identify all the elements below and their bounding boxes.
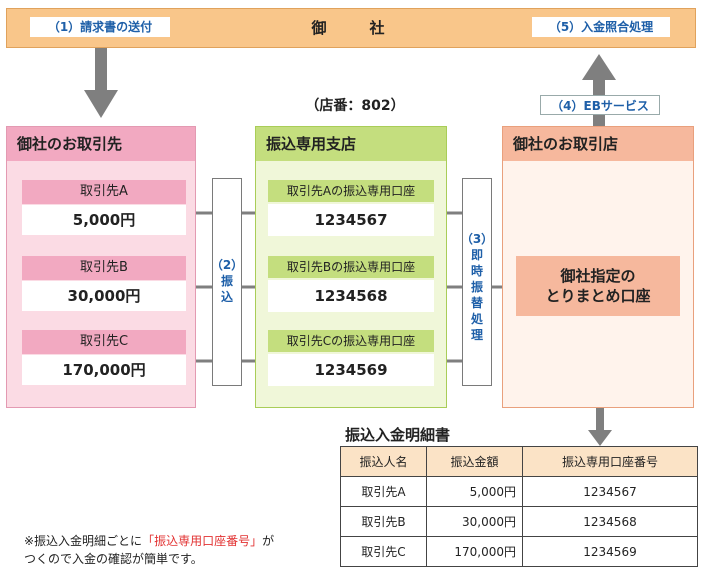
cell-account-number: 1234569 [522,536,698,567]
step-3-sweep-box: （3） 即 時 振 替 処 理 [460,178,494,386]
step-2-char: 振 [220,274,233,288]
customer-a-name: 取引先A [22,180,186,204]
step-1-invoice-label: （1）請求書の送付 [30,17,170,37]
footnote-line-2: つくので入金の確認が簡単です。 [24,552,203,566]
step-4-eb-label: （4）EBサービス [540,95,660,115]
step-2-transfer-box: （2） 振 込 [210,178,244,386]
step-3-char: 振 [470,280,483,294]
cell-payer-name: 取引先A [340,476,427,507]
account-c-number: 1234569 [268,354,434,386]
statement-title: 振込入金明細書 [345,426,451,444]
cell-amount: 170,000円 [426,536,523,567]
account-b-name: 取引先Bの振込専用口座 [268,256,434,278]
customer-b-amount: 30,000円 [22,281,186,311]
step-3-number: （3） [460,232,494,246]
table-header-row: 振込人名 振込金額 振込専用口座番号 [340,446,698,477]
arrow-invoice-shaft [95,48,107,92]
footnote-suffix: が [262,534,275,548]
arrow-statement-head [588,430,612,446]
statement-table: 振込人名 振込金額 振込専用口座番号 取引先A 5,000円 1234567 取… [340,446,698,567]
cell-payer-name: 取引先C [340,536,427,567]
customer-b-name: 取引先B [22,256,186,280]
table-row: 取引先C 170,000円 1234569 [340,536,698,567]
footnote: ※振込入金明細ごとに「振込専用口座番号」が つくので入金の確認が簡単です。 [24,532,334,568]
cell-account-number: 1234567 [522,476,698,507]
customer-c-name: 取引先C [22,330,186,354]
step-2-number: （2） [210,258,244,272]
account-b-number: 1234568 [268,280,434,312]
cell-amount: 30,000円 [426,506,523,537]
table-row: 取引先A 5,000円 1234567 [340,476,698,507]
bank-panel-title: 御社のお取引店 [503,127,693,161]
customers-panel-title: 御社のお取引先 [7,127,195,161]
footnote-prefix: ※振込入金明細ごとに [24,534,143,548]
consolidated-account-line-1: 御社指定の [560,267,636,285]
step-2-char: 込 [220,290,233,304]
branch-panel-title: 振込専用支店 [256,127,446,161]
consolidated-account: 御社指定の とりまとめ口座 [516,256,680,316]
step-5-reconcile-label: （5）入金照合処理 [532,17,670,37]
footnote-highlight: 「振込専用口座番号」 [142,534,263,548]
customer-c-amount: 170,000円 [22,355,186,385]
customer-a-amount: 5,000円 [22,205,186,235]
cell-payer-name: 取引先B [340,506,427,537]
step-3-char: 理 [470,328,483,342]
account-c-name: 取引先Cの振込専用口座 [268,330,434,352]
company-title: 御 社 [311,19,399,37]
step-3-char: 替 [470,296,483,310]
arrow-invoice-head [84,90,118,118]
account-a-name: 取引先Aの振込専用口座 [268,180,434,202]
account-a-number: 1234567 [268,204,434,236]
step-3-char: 即 [470,248,483,262]
table-row: 取引先B 30,000円 1234568 [340,506,698,537]
cell-account-number: 1234568 [522,506,698,537]
arrow-eb-head [582,54,616,80]
branch-code: （店番：802） [305,98,405,114]
step-3-char: 時 [470,264,483,278]
step-3-char: 処 [470,312,483,326]
cell-amount: 5,000円 [426,476,523,507]
consolidated-account-line-2: とりまとめ口座 [545,287,651,305]
header-payer-name: 振込人名 [340,446,427,477]
header-account-number: 振込専用口座番号 [522,446,698,477]
header-amount: 振込金額 [426,446,523,477]
